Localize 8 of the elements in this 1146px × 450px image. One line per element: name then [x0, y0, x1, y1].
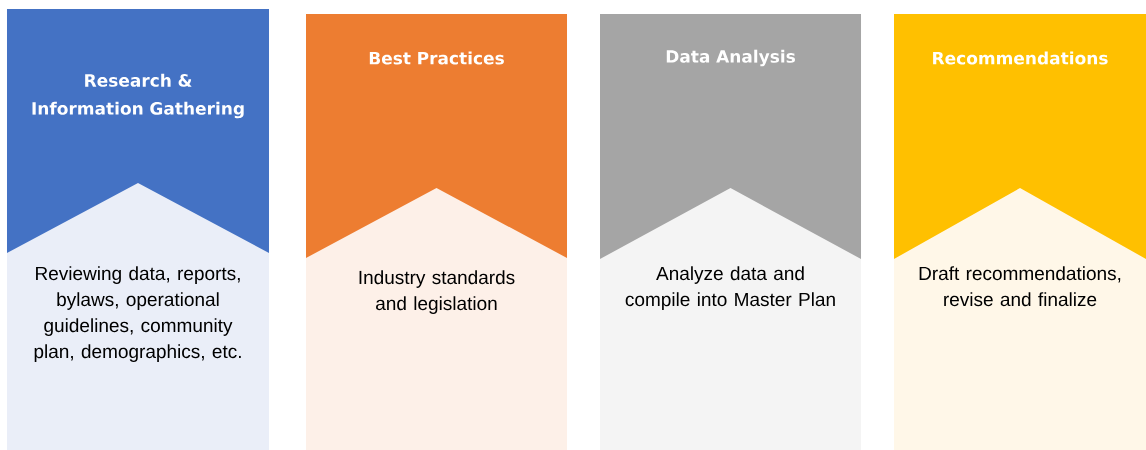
column-heading: Best Practices [369, 51, 504, 65]
column-heading: Recommendations [933, 51, 1108, 65]
description: Analyze data and compile into Master Plan [625, 266, 835, 310]
column-heading: Data Analysis [666, 49, 795, 67]
description: Industry standards and legislation [359, 270, 515, 314]
description: Draft recommendations, revise and finalize [919, 266, 1121, 307]
description: Reviewing data, reports, bylaws, operational guidelines, community plan, demographics, etc. [34, 266, 241, 362]
column-heading: Research & Information Gathering [32, 73, 244, 119]
